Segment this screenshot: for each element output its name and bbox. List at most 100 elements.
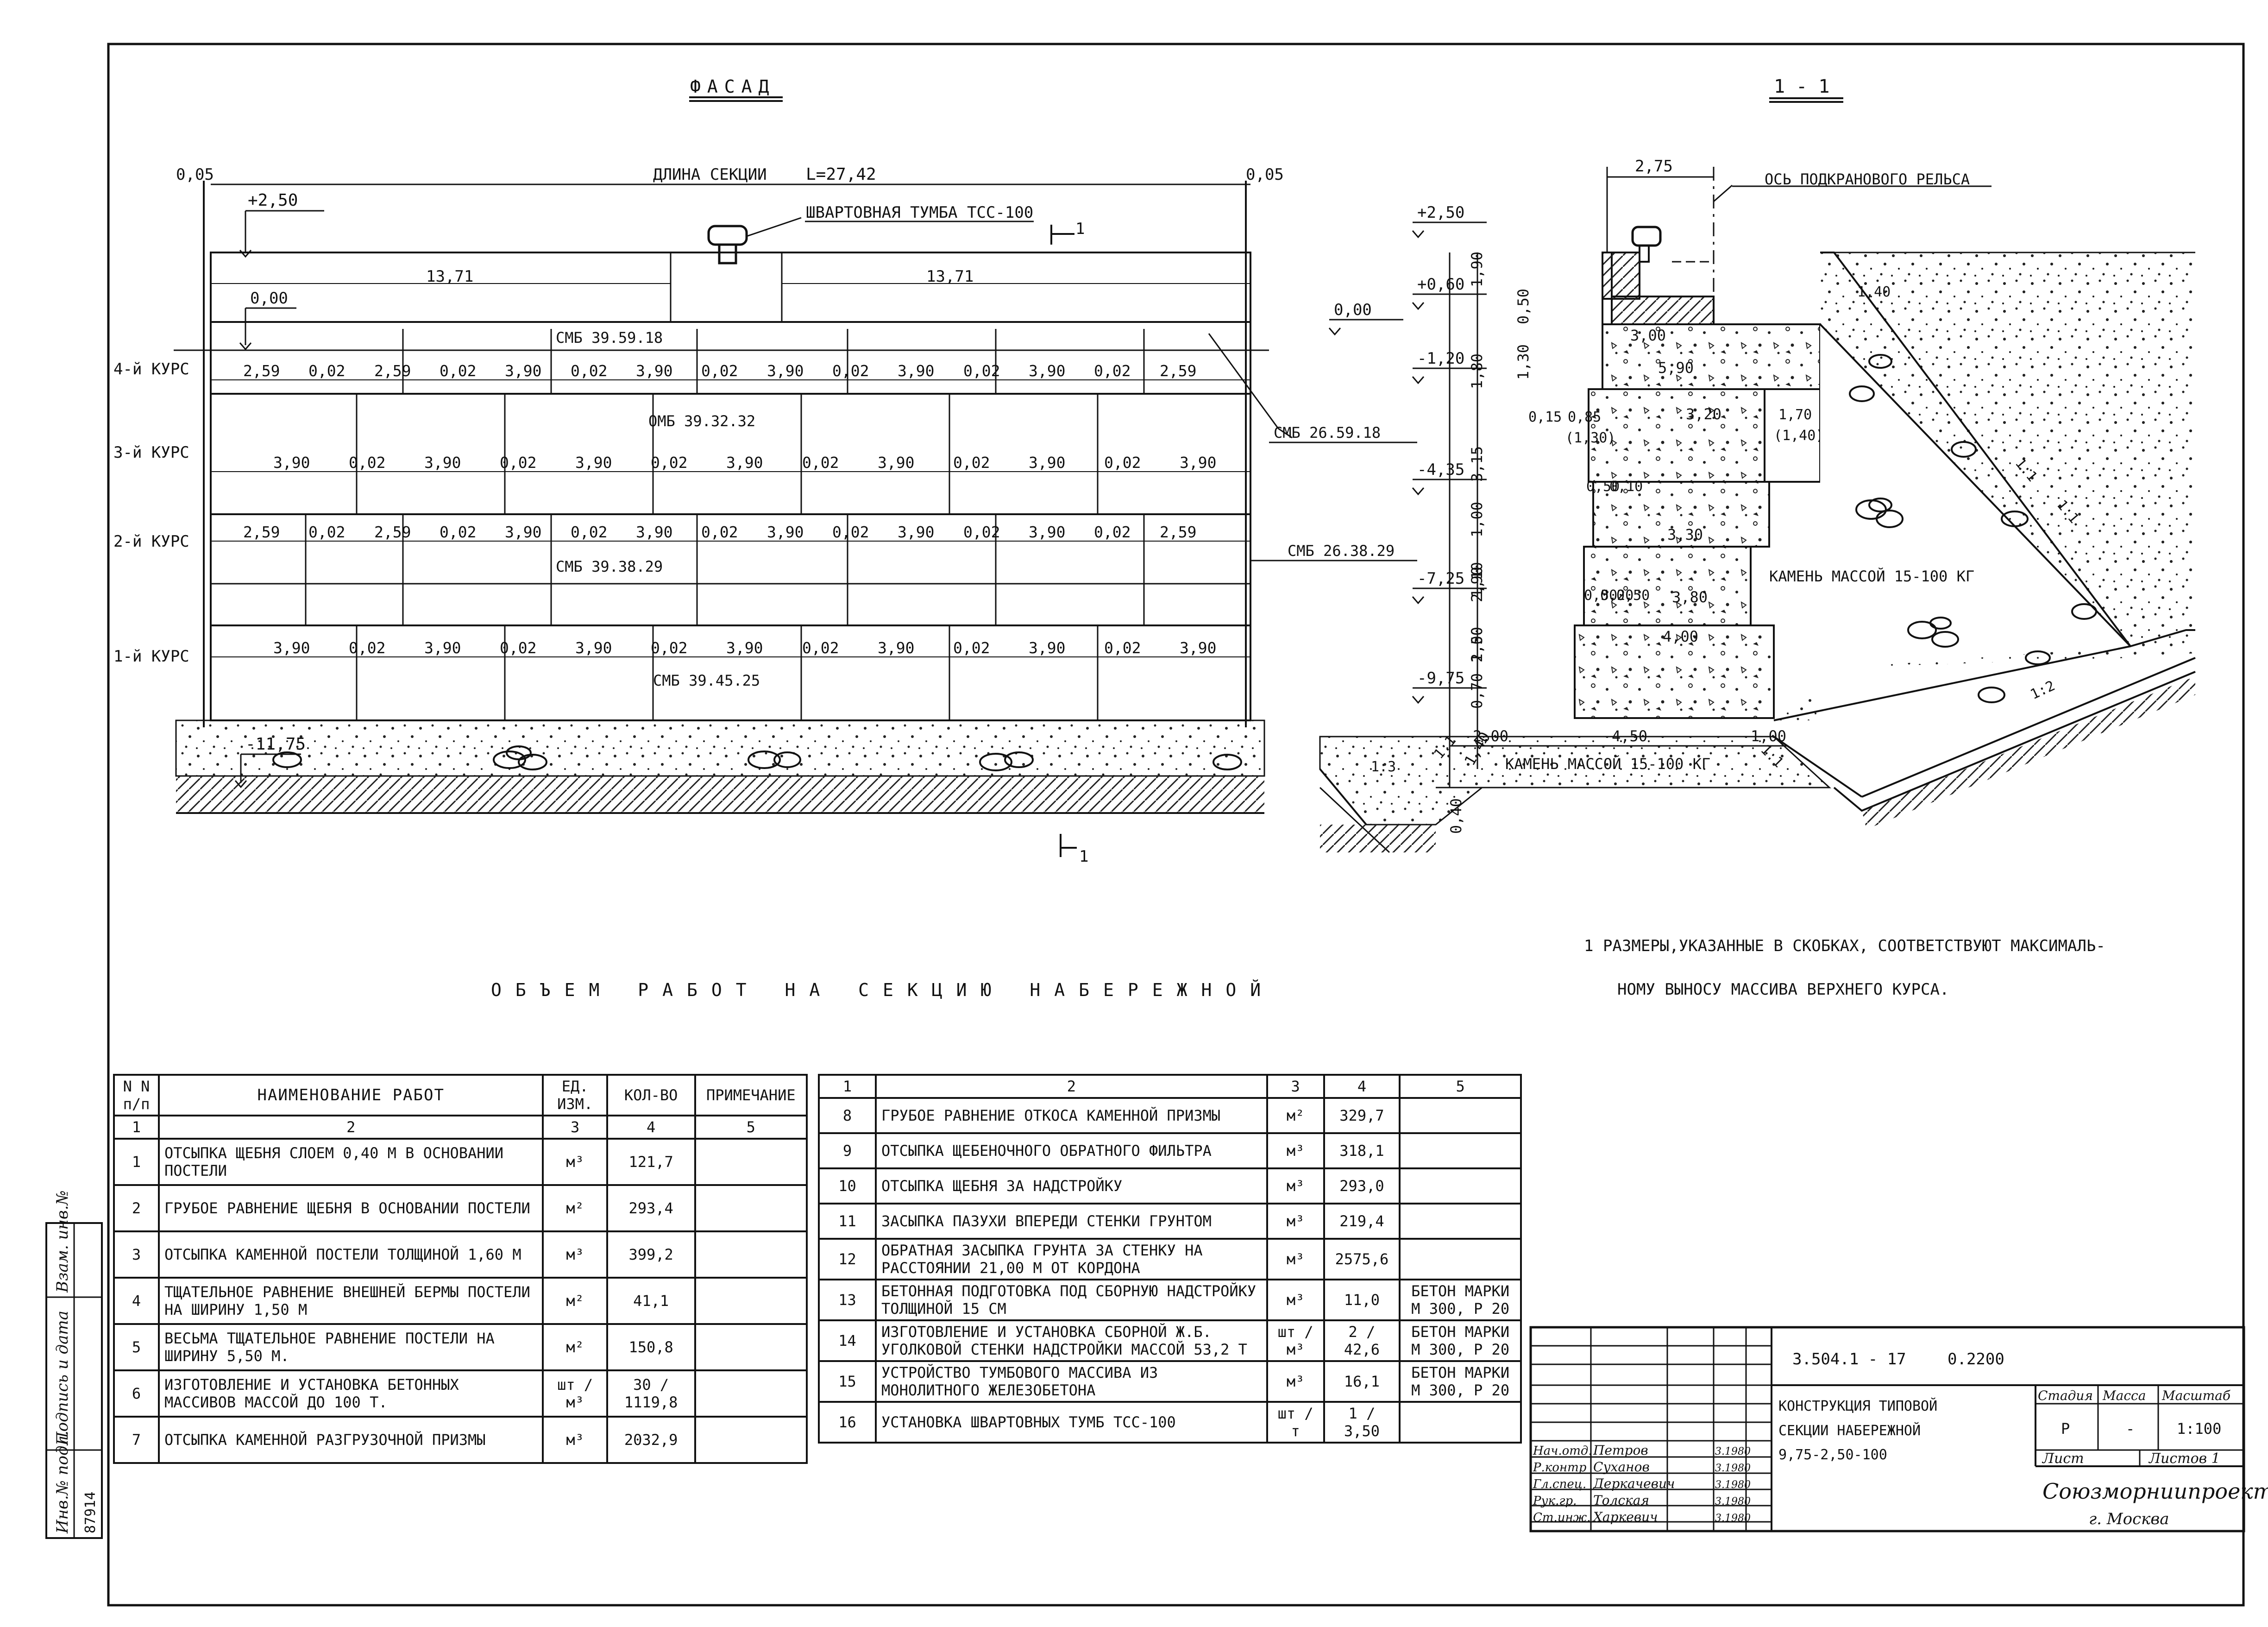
- cell-name: ИЗГОТОВЛЕНИЕ И УСТАНОВКА БЕТОННЫХ МАССИВ…: [157, 1369, 544, 1418]
- course-dim: 3,90: [505, 523, 541, 541]
- course-dim: 2,59: [374, 523, 411, 541]
- course-dim: 3,90: [1029, 639, 1065, 657]
- scale-value: 1:100: [2177, 1420, 2221, 1438]
- signature-date: 3.1980: [1715, 1513, 1751, 1524]
- cell-name: ГРУБОЕ РАВНЕНИЕ ЩЕБНЯ В ОСНОВАНИИ ПОСТЕЛ…: [157, 1184, 544, 1232]
- level-mark: [1412, 596, 1425, 605]
- description-line-3: 9,75-2,50-100: [1778, 1447, 1887, 1463]
- course-dim: 3,90: [726, 639, 763, 657]
- course-dim: 3,90: [726, 454, 763, 472]
- cell-qty: 16,1: [1323, 1360, 1401, 1403]
- course-dim: 3,90: [636, 523, 672, 541]
- cell-note: БЕТОН МАРКИ М 300, Р 20: [1399, 1360, 1522, 1403]
- course-dim: 0,02: [440, 362, 476, 380]
- cell-qty: 399,2: [606, 1230, 696, 1279]
- level-mark: [1412, 696, 1425, 704]
- cell-name: УСТРОЙСТВО ТУМБОВОГО МАССИВА ИЗ МОНОЛИТН…: [875, 1360, 1268, 1403]
- course-dim: 0,02: [832, 362, 869, 380]
- cell-name: ОТСЫПКА ЩЕБЕНОЧНОГО ОБРАТНОГО ФИЛЬТРА: [875, 1132, 1268, 1169]
- section-mark-bottom: 1: [1079, 847, 1088, 866]
- course-dim: 0,02: [802, 639, 839, 657]
- course-1-name: 1-й КУРС: [113, 647, 189, 666]
- header-name: НАИМЕНОВАНИЕ РАБОТ: [157, 1074, 544, 1116]
- block-mark-course-4: СМБ 39.59.18: [556, 329, 663, 347]
- course-dim: 3,90: [575, 454, 612, 472]
- callout-upper: СМБ 26.59.18: [1274, 424, 1381, 441]
- course-dim: 2,59: [1160, 523, 1196, 541]
- cell-unit: м³: [1266, 1132, 1325, 1169]
- block-width: 3,20: [1686, 405, 1721, 423]
- cell-n: 14: [817, 1319, 877, 1362]
- course-dim: 0,02: [701, 523, 738, 541]
- block-width: 3,30: [1667, 526, 1703, 543]
- section-length-label: ДЛИНА СЕКЦИИ: [653, 165, 767, 184]
- course-dim: 0,02: [500, 639, 536, 657]
- cell-unit: м³: [1266, 1167, 1325, 1204]
- course-dim: 3,90: [636, 362, 672, 380]
- cell-qty: 30 / 1119,8: [606, 1369, 696, 1418]
- col-number: 4: [1323, 1074, 1401, 1099]
- cell-qty: 11,0: [1323, 1279, 1401, 1321]
- course-dim: 0,02: [500, 454, 536, 472]
- organization-city: г. Москва: [2089, 1510, 2169, 1528]
- course-dim: 0,02: [802, 454, 839, 472]
- cell-unit: м³: [1266, 1203, 1325, 1240]
- small-dim: 0,85: [1568, 409, 1601, 425]
- block-width: 4,00: [1663, 628, 1698, 645]
- header-num: N N п/п: [113, 1074, 160, 1116]
- cell-note: [1399, 1238, 1522, 1280]
- course-dim: 0,02: [651, 639, 687, 657]
- cell-qty: 2575,6: [1323, 1238, 1401, 1280]
- cell-qty: 41,1: [606, 1277, 696, 1325]
- signature-date: 3.1980: [1715, 1496, 1751, 1507]
- organization-name: Союзморниипроект: [2042, 1479, 2268, 1504]
- cell-note: [1399, 1097, 1522, 1134]
- base-dim: 2,00: [1473, 727, 1508, 745]
- course-dim: 0,02: [963, 523, 1000, 541]
- cell-qty: 121,7: [606, 1138, 696, 1186]
- cell-note: [1399, 1167, 1522, 1204]
- section-mark-top: 1: [1075, 220, 1085, 238]
- course-dim: 0,02: [832, 523, 869, 541]
- course-dim: 3,90: [898, 362, 934, 380]
- cell-unit: м³: [1266, 1238, 1325, 1280]
- cell-note: [1399, 1132, 1522, 1169]
- cell-name: ЗАСЫПКА ПАЗУХИ ВПЕРЕДИ СТЕНКИ ГРУНТОМ: [875, 1203, 1268, 1240]
- course-dim: 3,90: [767, 362, 804, 380]
- cell-n: 8: [817, 1097, 877, 1134]
- header-qty: КОЛ-ВО: [606, 1074, 696, 1116]
- block-width: 5,90: [1658, 359, 1694, 377]
- course-dim: 2,59: [374, 362, 411, 380]
- section-level: +0,60: [1417, 275, 1464, 294]
- sheet-code: 0.2200: [1948, 1350, 2004, 1368]
- course-dim: 0,02: [440, 523, 476, 541]
- col-number: 3: [542, 1115, 608, 1140]
- slope-label: 1:2: [2028, 678, 2058, 703]
- cell-qty: 1 / 3,50: [1323, 1401, 1401, 1444]
- cell-note: БЕТОН МАРКИ М 300, Р 20: [1399, 1279, 1522, 1321]
- sheet-label: Лист: [2042, 1450, 2084, 1467]
- level-mark: [1412, 376, 1425, 385]
- cell-note: [694, 1277, 808, 1325]
- course-dim: 3,90: [575, 639, 612, 657]
- cell-qty: 219,4: [1323, 1203, 1401, 1240]
- cell-n: 4: [113, 1277, 160, 1325]
- cell-name: ГРУБОЕ РАВНЕНИЕ ОТКОСА КАМЕННОЙ ПРИЗМЫ: [875, 1097, 1268, 1134]
- description-line-2: СЕКЦИИ НАБЕРЕЖНОЙ: [1778, 1422, 1921, 1439]
- cell-unit: шт / м³: [1266, 1319, 1325, 1362]
- cell-name: ОТСЫПКА КАМЕННОЙ ПОСТЕЛИ ТОЛЩИНОЙ 1,60 М: [157, 1230, 544, 1279]
- cell-n: 7: [113, 1416, 160, 1464]
- course-dim: 0,02: [308, 362, 345, 380]
- cell-name: ВЕСЬМА ТЩАТЕЛЬНОЕ РАВНЕНИЕ ПОСТЕЛИ НА ШИ…: [157, 1323, 544, 1371]
- callout-lower: СМБ 26.38.29: [1288, 542, 1395, 560]
- small-dim: 0,20: [1600, 587, 1633, 604]
